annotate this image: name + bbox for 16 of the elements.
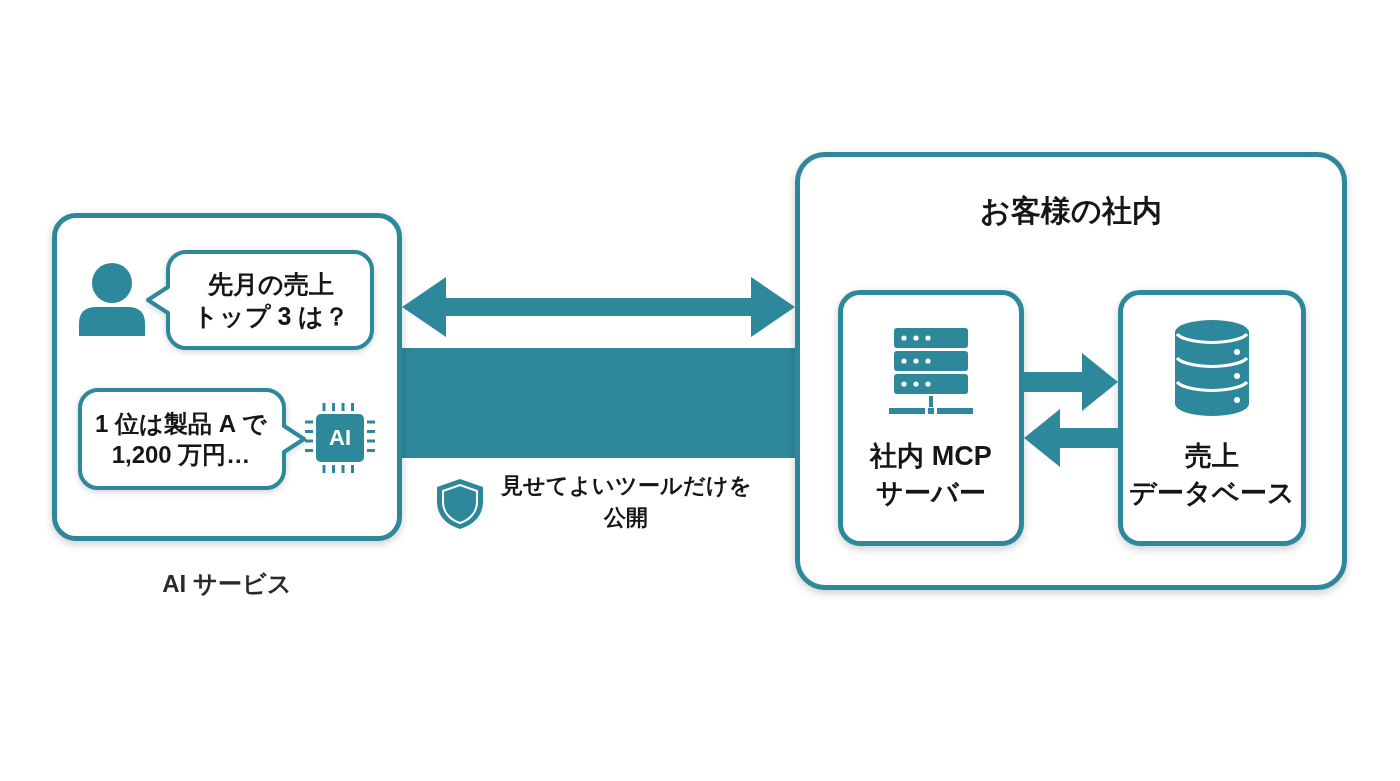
node-label: AI サービス [161,569,293,599]
rounded-box [1118,290,1306,546]
box-label: 売上データベース [1128,440,1296,511]
speech-bubble: 1 位は製品 A で1,200 万円… [78,388,306,490]
heading: お客様の社内 [979,193,1163,229]
arrow [1024,409,1118,467]
band [402,348,795,458]
arrow [1024,353,1118,411]
double-arrow [402,277,795,337]
ai-chip: AI [303,401,377,475]
rounded-box [838,290,1024,546]
box-label: 社内 MCPサーバー [868,440,993,511]
note-label: 見せてよいツールだけを公開 [499,472,753,532]
rounded-box [795,152,1347,590]
speech-bubble: 先月の売上トップ 3 は？ [146,250,374,350]
rounded-box [52,213,402,541]
